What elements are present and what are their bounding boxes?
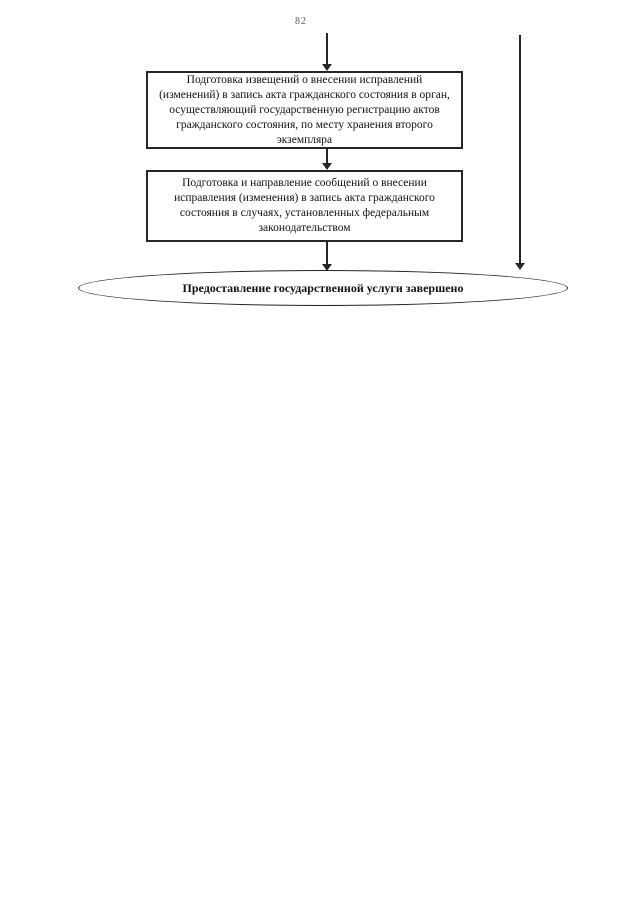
flow-connector-right [519, 35, 521, 263]
flowchart-step-2: Подготовка и направление сообщений о вне… [146, 170, 463, 242]
arrow-down-icon [322, 64, 332, 71]
page-number: 82 [295, 16, 307, 27]
flow-connector-top [326, 33, 328, 64]
flowchart-step-1: Подготовка извещений о внесении исправле… [146, 71, 463, 149]
arrow-down-icon [322, 163, 332, 170]
arrow-down-icon [322, 264, 332, 271]
flowchart-step-1-label: Подготовка извещений о внесении исправле… [159, 73, 450, 146]
flowchart-step-2-label: Подготовка и направление сообщений о вне… [174, 177, 435, 234]
flow-connector-mid [326, 149, 328, 163]
arrow-down-icon [515, 263, 525, 270]
flowchart-terminator-label: Предоставление государственной услуги за… [182, 280, 464, 295]
flow-connector-bottom [326, 242, 328, 264]
flowchart-terminator: Предоставление государственной услуги за… [78, 270, 568, 306]
